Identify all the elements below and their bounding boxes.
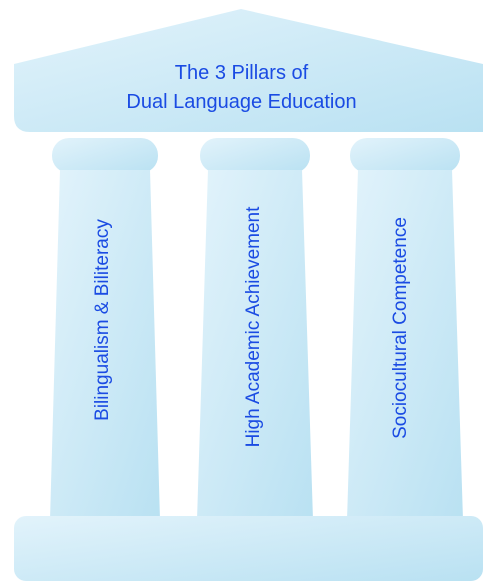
title-line-2: Dual Language Education: [126, 91, 357, 113]
pillar-2-label: High Academic Achievement: [243, 206, 264, 448]
pillar-1-shaft: [50, 170, 160, 520]
roof: [14, 9, 483, 132]
pillar-1-capital: [52, 138, 158, 173]
pillar-2-shaft: [197, 170, 313, 520]
pillar-3-shaft: [347, 170, 463, 520]
pillar-3-label: Sociocultural Competence: [390, 217, 411, 439]
pillar-1-label: Bilingualism & Biliteracy: [92, 219, 113, 421]
pillar-2: [197, 138, 313, 520]
base: [14, 516, 483, 581]
pillar-1: [50, 138, 160, 520]
pillar-2-capital: [200, 138, 310, 173]
pillar-3-capital: [350, 138, 460, 173]
pillar-3: [347, 138, 463, 520]
title-line-1: The 3 Pillars of: [174, 62, 309, 84]
